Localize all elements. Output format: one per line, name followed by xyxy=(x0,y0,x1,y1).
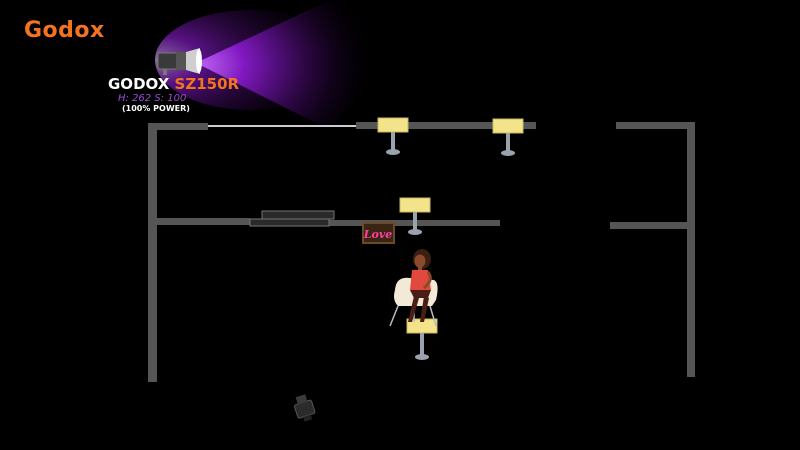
studio-light xyxy=(157,48,202,75)
wall-middle-left xyxy=(148,218,250,225)
floor-lamp xyxy=(377,117,409,155)
counter-top xyxy=(261,210,335,220)
light-brand: GODOX xyxy=(108,75,170,93)
floor-lamp xyxy=(399,197,431,235)
neon-sign-text: Love xyxy=(363,228,392,241)
wall-middle-right xyxy=(610,222,692,229)
light-model-label: GODOX SZ150R xyxy=(108,76,239,92)
neon-sign: Love xyxy=(362,222,395,244)
wall-top-left xyxy=(148,123,208,130)
camera xyxy=(293,394,316,422)
window-top xyxy=(208,125,356,127)
counter-bottom xyxy=(249,218,330,227)
light-model-name: SZ150R xyxy=(174,75,240,93)
godox-logo: Godox xyxy=(24,18,105,43)
floor-lamp xyxy=(492,118,524,156)
wall-right xyxy=(687,122,695,377)
floor-lamp xyxy=(406,318,438,360)
wall-top-middle xyxy=(356,122,536,129)
wall-top-right xyxy=(616,122,694,129)
light-power: (100% POWER) xyxy=(122,104,190,113)
seated-person xyxy=(389,249,438,327)
light-hue-saturation: H: 262 S: 100 xyxy=(118,93,187,104)
wall-left xyxy=(148,123,157,382)
light-beam-glow xyxy=(155,10,345,110)
